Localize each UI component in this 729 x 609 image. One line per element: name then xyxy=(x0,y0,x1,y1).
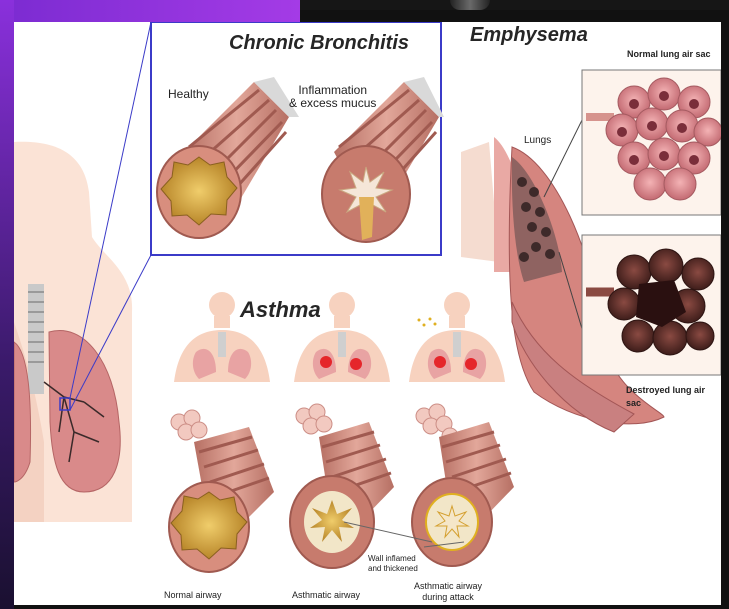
healthy-bronchus xyxy=(157,77,299,238)
top-dark-strip xyxy=(300,0,729,10)
asthmatic-airway xyxy=(290,404,394,568)
normal-airway xyxy=(169,410,274,572)
purple-desktop-strip xyxy=(0,0,300,22)
asthma-person-attack xyxy=(409,292,505,382)
asthmatic-airway-label: Asthmatic airway xyxy=(292,589,360,602)
attack-airway-label: Asthmatic airway during attack xyxy=(414,581,482,603)
lungs-label: Lungs xyxy=(524,134,551,147)
respiratory-diseases-diagram: Chronic Bronchitis Healthy Inflammation … xyxy=(14,22,721,605)
trachea xyxy=(28,284,44,394)
emphysema-title: Emphysema xyxy=(470,24,588,47)
background-mark xyxy=(450,0,490,10)
wall-inflamed-label: Wall inflamed and thickened xyxy=(368,554,418,574)
normal-airway-label: Normal airway xyxy=(164,589,222,602)
healthy-label: Healthy xyxy=(168,88,209,101)
lungs-pointer xyxy=(544,112,586,197)
normal-air-sac-label: Normal lung air sac xyxy=(627,48,711,61)
inflammation-label: Inflammation & excess mucus xyxy=(289,84,376,110)
asthma-title: Asthma xyxy=(240,297,321,323)
chronic-bronchitis-title: Chronic Bronchitis xyxy=(229,32,409,55)
purple-side-strip xyxy=(0,0,14,609)
destroyed-air-sac-label: Destroyed lung air sac xyxy=(626,384,721,410)
destroyed-air-sac-panel xyxy=(582,235,721,375)
normal-air-sac-panel xyxy=(582,70,721,215)
